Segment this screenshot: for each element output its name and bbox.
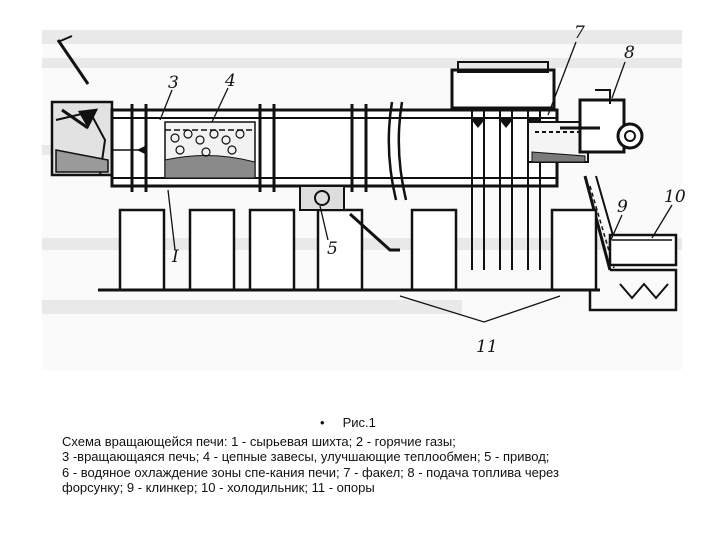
label-10: 10 [664, 187, 686, 207]
figure-number: Рис.1 [342, 415, 376, 430]
caption-line: форсунку; 9 - клинкер; 10 - холодильник;… [62, 480, 375, 495]
caption-line: Схема вращающейся печи: 1 - сырьевая ших… [62, 433, 456, 449]
caption-title-line: • Рис.1 [62, 415, 702, 431]
label-I: I [171, 247, 179, 267]
kiln-break-mark [387, 101, 408, 201]
label-5: 5 [327, 239, 338, 259]
cooler [588, 233, 678, 312]
diagram-background [42, 30, 682, 370]
fuel-burner [560, 89, 644, 154]
caption-bullet: • [320, 415, 325, 430]
chain-curtains [164, 121, 256, 179]
label-9: 9 [617, 197, 628, 217]
caption-line: 3 -вращающаяся печь; 4 - цепные завесы, … [62, 449, 550, 464]
caption-line: 6 - водяное охлаждение зоны спе-кания пе… [62, 464, 559, 480]
label-11: 11 [476, 337, 498, 357]
drive-unit [299, 185, 400, 252]
feed-chute [50, 35, 114, 177]
label-3: 3 [168, 73, 179, 93]
figure-caption: • Рис.1 Схема вращающейся печи: 1 - сырье… [62, 415, 702, 496]
kiln-supports [98, 208, 600, 292]
kiln-diagram: 3 4 I 5 7 8 9 10 11 [42, 23, 686, 370]
leader-lines [159, 41, 673, 323]
label-7: 7 [574, 23, 585, 43]
burner-hood [450, 61, 556, 270]
label-8: 8 [624, 43, 635, 63]
label-4: 4 [224, 71, 236, 91]
callout-labels: 3 4 I 5 7 8 9 10 11 [168, 23, 686, 357]
